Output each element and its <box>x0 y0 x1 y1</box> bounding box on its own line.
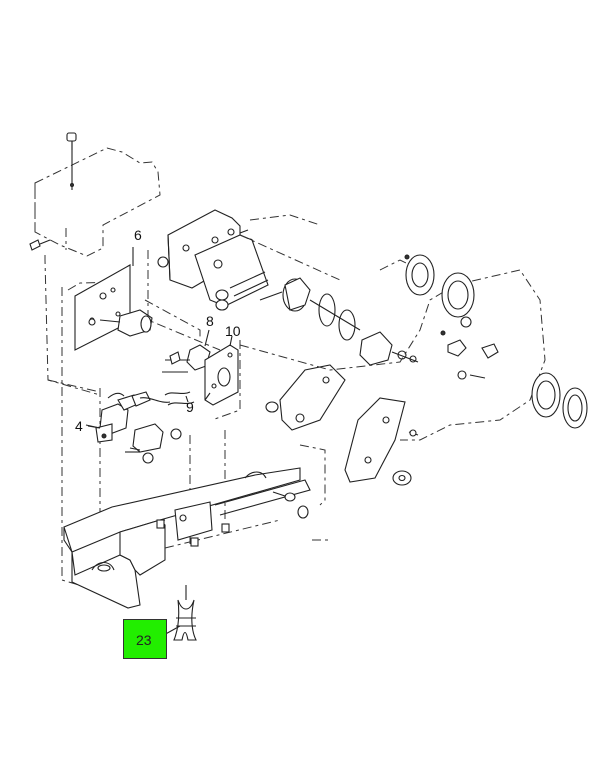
shaft-coupling <box>359 331 419 366</box>
dial-icon <box>405 254 588 429</box>
base-chassis <box>63 467 311 609</box>
washer-icon <box>265 401 419 519</box>
bracket-10 <box>204 335 239 406</box>
bracket-left <box>279 364 346 431</box>
motor-icon <box>88 309 153 337</box>
mounting-plate-6 <box>74 247 134 351</box>
callout-9: 9 <box>186 399 194 415</box>
screw-icon <box>29 239 51 251</box>
indicator-lamp-parts <box>404 254 499 380</box>
gear-icon <box>215 277 311 312</box>
bracket-right <box>344 397 406 483</box>
relay-assembly-8 <box>162 329 211 373</box>
leader-lines <box>87 392 211 429</box>
retaining-rings <box>309 293 361 341</box>
clip-9 <box>164 391 195 406</box>
callout-6: 6 <box>134 227 142 243</box>
rear-housing-outline <box>239 214 546 441</box>
callout-8: 8 <box>206 313 214 329</box>
callout-23-label: 23 <box>136 632 152 648</box>
gear-plate <box>194 234 341 307</box>
highlighted-callout-23[interactable]: 23 <box>123 619 167 659</box>
screw-icon <box>66 132 77 150</box>
screw-icon <box>156 519 230 547</box>
callout-4: 4 <box>75 418 83 434</box>
callout-10: 10 <box>225 323 241 339</box>
switch-assembly <box>125 423 182 464</box>
clip-icon <box>161 585 197 641</box>
